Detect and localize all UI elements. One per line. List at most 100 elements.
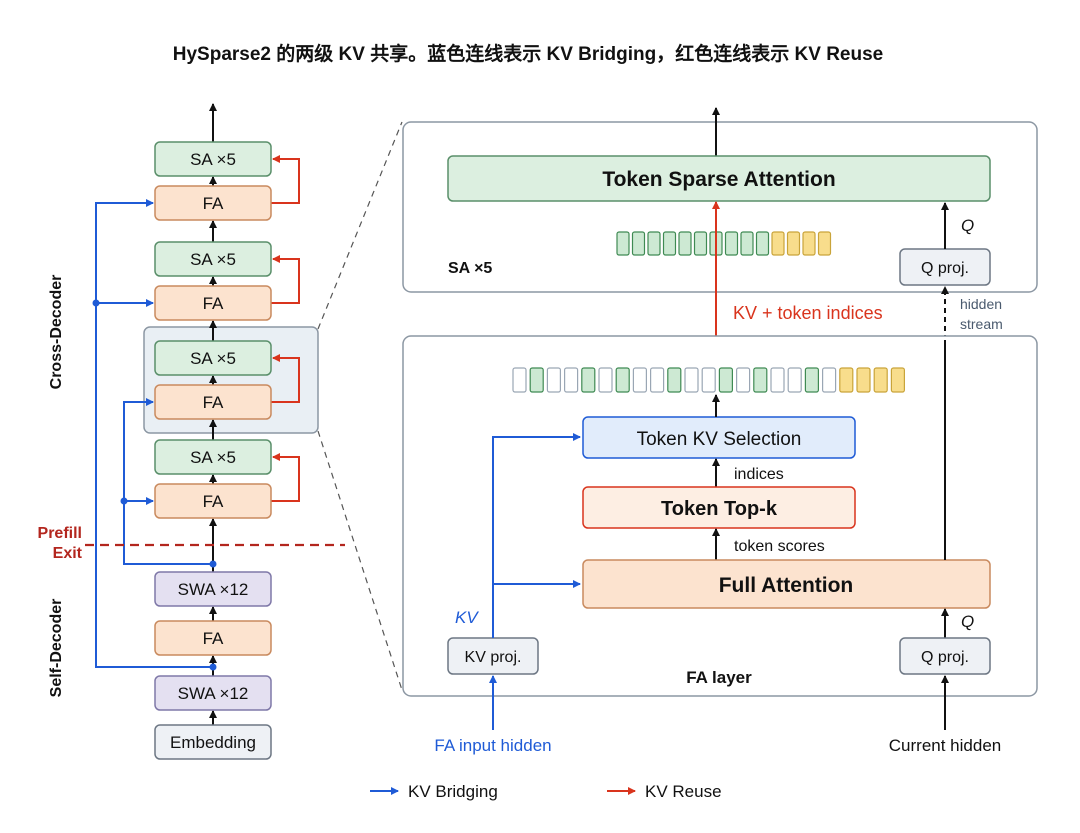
stack-block-sa: SA ×5 (154, 439, 272, 475)
stack-block-box (154, 483, 272, 519)
stack-block-fa: FA (154, 285, 272, 321)
stack-block-fa: FA (154, 620, 272, 656)
legend-kv-reuse-label: KV Reuse (645, 782, 722, 801)
selected-token (755, 231, 770, 256)
selected-token (616, 231, 630, 256)
candidate-token (787, 367, 802, 393)
token-kv-selection-label: Token KV Selection (637, 429, 802, 450)
stack-block-box (154, 241, 272, 277)
token-scores-label: token scores (734, 538, 825, 555)
token-sparse-attention-label: Token Sparse Attention (602, 168, 835, 191)
kv-bridging-lines (92, 199, 217, 671)
legend-kv-bridging-label: KV Bridging (408, 782, 498, 801)
stack-block-label: SA ×5 (190, 349, 236, 368)
kv-bridging-junction (92, 299, 100, 307)
stack-block-label: FA (203, 492, 224, 511)
stack-block-sa: SA ×5 (154, 241, 272, 277)
candidate-token (753, 367, 768, 393)
selected-token (740, 231, 754, 256)
selected-token (678, 231, 692, 256)
kv-proj-label: KV proj. (465, 649, 522, 666)
stack-block-swa: SWA ×12 (154, 675, 272, 711)
kv-bridging-outer-line (95, 199, 213, 668)
candidate-token (615, 367, 630, 393)
candidate-token (598, 367, 613, 393)
candidate-token (667, 367, 682, 393)
fa-input-hidden-label: FA input hidden (434, 736, 551, 755)
full-attention-box (582, 559, 991, 609)
stack-block-box (154, 620, 272, 656)
kv-bridging-source-dot (209, 663, 217, 671)
stack-block-box (154, 439, 272, 475)
prefill-exit-label-1: Prefill (38, 525, 82, 542)
candidate-token (512, 367, 527, 393)
candidate-token (856, 367, 871, 393)
indices-label: indices (734, 466, 784, 483)
selected-token-strip (616, 231, 832, 256)
selected-token (631, 231, 646, 256)
candidate-token (563, 367, 579, 393)
token-topk-label: Token Top-k (661, 498, 778, 520)
self-decoder-label: Self-Decoder (48, 599, 65, 698)
sa-q-proj-label: Q proj. (921, 260, 969, 277)
kv-to-selection-line (492, 433, 581, 638)
kv-label: KV (455, 608, 479, 627)
candidate-token (718, 367, 734, 393)
candidate-token (735, 367, 751, 393)
stack-block-box (154, 571, 272, 607)
zoom-guide-bottom (317, 430, 403, 691)
candidate-token (546, 367, 562, 393)
selected-token (817, 231, 832, 256)
stack-block-fa: FA (154, 185, 272, 221)
candidate-token-strip (512, 367, 906, 393)
kv-token-indices-label: KV + token indices (733, 303, 883, 323)
selected-token (802, 231, 816, 256)
candidate-token (839, 367, 854, 393)
stack-block-box (154, 340, 272, 376)
stack-block-label: SA ×5 (190, 150, 236, 169)
stack-block-label: SWA ×12 (178, 580, 249, 599)
current-hidden-label: Current hidden (889, 736, 1001, 755)
candidate-token (649, 367, 665, 393)
stack-block-label: FA (203, 393, 224, 412)
kv-bridging-junction (120, 497, 128, 505)
selected-token (724, 231, 739, 256)
selected-token (786, 231, 801, 256)
selected-token (771, 231, 785, 256)
kv-reuse-loop (271, 453, 300, 502)
kv-reuse-loop (271, 255, 300, 304)
zoom-guide-top (317, 121, 403, 330)
stack-block-box (154, 384, 272, 420)
kv-bridging-source-dot (209, 560, 217, 568)
fa-q-label: Q (961, 612, 974, 631)
kv-reuse-loop (271, 354, 300, 403)
candidate-token (701, 367, 716, 393)
candidate-token (632, 367, 648, 393)
kv-reuse-loops (271, 155, 300, 502)
stack-block-fa: FA (154, 483, 272, 519)
candidate-token (821, 367, 837, 393)
stack-block-label: Embedding (170, 733, 256, 752)
stack-block-box (154, 675, 272, 711)
selected-token (693, 231, 708, 256)
stack-block-label: FA (203, 629, 224, 648)
fa-layer-label: FA layer (686, 668, 752, 687)
stack-block-box (154, 141, 272, 177)
fa-q-proj-box (899, 637, 991, 675)
candidate-token (684, 367, 699, 393)
candidate-token (581, 367, 596, 393)
stack-block-label: SA ×5 (190, 448, 236, 467)
stack-block-fa: FA (154, 384, 272, 420)
stack-block-label: FA (203, 194, 224, 213)
kv-bridging-inner-line (123, 398, 213, 565)
sa-panel-label: SA ×5 (448, 260, 492, 277)
stack-block-sa: SA ×5 (154, 340, 272, 376)
cross-decoder-label: Cross-Decoder (48, 275, 65, 390)
stack-block-sa: SA ×5 (154, 141, 272, 177)
sa-q-label: Q (961, 216, 974, 235)
fa-q-proj-label: Q proj. (921, 649, 969, 666)
prefill-exit-label-2: Exit (53, 545, 83, 562)
full-attention-label: Full Attention (719, 574, 854, 597)
